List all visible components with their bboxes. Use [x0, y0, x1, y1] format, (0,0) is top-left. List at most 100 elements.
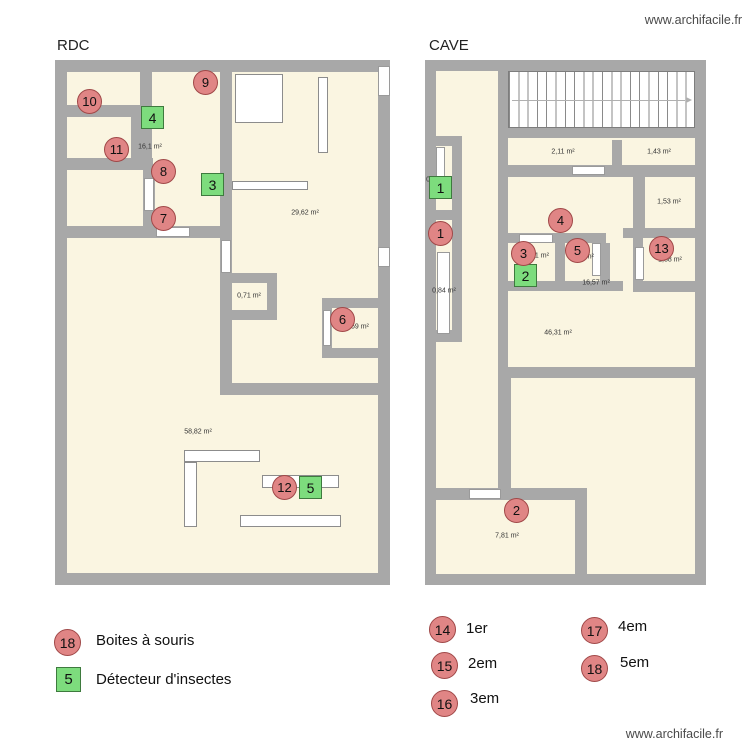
wall	[436, 136, 453, 146]
legend-mouse-symbol: 18	[54, 629, 81, 656]
plan-title-cave: CAVE	[429, 37, 469, 54]
room-area-label: 58,82 m²	[184, 428, 212, 436]
legend-floor-label: 4em	[618, 618, 648, 635]
mouse-box-marker[interactable]: 9	[193, 70, 218, 95]
room-area-label: 29,62 m²	[291, 209, 319, 217]
mouse-box-marker[interactable]: 1	[428, 221, 453, 246]
wall	[452, 136, 462, 342]
wall	[131, 117, 142, 158]
mouse-box-marker[interactable]: 6	[330, 307, 355, 332]
floorplan-cave	[425, 60, 706, 585]
furniture	[235, 74, 283, 123]
insect-detector-marker[interactable]: 5	[299, 476, 322, 499]
window	[378, 66, 390, 96]
door	[572, 166, 605, 175]
insect-detector-marker[interactable]: 1	[429, 176, 452, 199]
mouse-box-marker[interactable]: 5	[565, 238, 590, 263]
mouse-box-marker[interactable]: 13	[649, 236, 674, 261]
door	[144, 178, 154, 211]
mouse-box-marker[interactable]: 10	[77, 89, 102, 114]
furniture	[232, 181, 308, 190]
room-area-label: 46,31 m²	[544, 329, 572, 337]
door	[437, 252, 450, 334]
legend-floor-label: 2em	[468, 655, 498, 672]
stair-direction-line	[512, 99, 685, 101]
room-area-label: 2,11 m²	[551, 148, 575, 156]
wall	[232, 273, 277, 283]
legend-floor-label: 5em	[620, 654, 650, 671]
wall	[633, 281, 695, 292]
mouse-box-marker[interactable]: 8	[151, 159, 176, 184]
insect-detector-marker[interactable]: 3	[201, 173, 224, 196]
room-area-label: 0,71 m²	[237, 292, 261, 300]
wall	[498, 138, 508, 488]
mouse-box-marker[interactable]: 7	[151, 206, 176, 231]
window	[378, 247, 390, 267]
room-area-label: 0,84 m²	[432, 287, 456, 295]
room-area-label: 16,57 m²	[582, 279, 610, 287]
wall	[67, 226, 223, 238]
wall	[633, 177, 645, 228]
mouse-box-marker[interactable]: 12	[272, 475, 297, 500]
mouse-box-marker[interactable]: 11	[104, 137, 129, 162]
wall	[220, 383, 378, 395]
legend-floor-symbol: 15	[431, 652, 458, 679]
staircase	[508, 71, 695, 128]
wall	[322, 348, 378, 358]
room-area-label: 7,81 m²	[495, 532, 519, 540]
legend-mouse-label: Boites à souris	[96, 632, 195, 649]
door	[469, 489, 501, 499]
furniture	[184, 450, 260, 462]
wall	[67, 158, 153, 170]
wall	[322, 298, 378, 308]
room-area-label: 1,88 m²	[658, 256, 682, 264]
legend-floor-symbol: 18	[581, 655, 608, 682]
wall	[623, 228, 695, 238]
wall	[498, 378, 511, 488]
wall	[600, 243, 610, 281]
wall	[612, 140, 622, 177]
legend-floor-symbol: 16	[431, 690, 458, 717]
watermark-top: www.archifacile.fr	[644, 13, 742, 27]
insect-detector-marker[interactable]: 4	[141, 106, 164, 129]
wall	[220, 72, 232, 395]
wall	[267, 283, 277, 310]
legend-floor-symbol: 14	[429, 616, 456, 643]
room-area-label: 1,53 m²	[657, 198, 681, 206]
room-area-label: 1,59 m²	[345, 323, 369, 331]
room-area-label: 1,43 m²	[647, 148, 671, 156]
door	[519, 234, 553, 243]
room-area-label: 1,1 m²	[529, 252, 549, 260]
legend-insect-label: Détecteur d'insectes	[96, 671, 232, 688]
door	[323, 310, 331, 346]
wall	[498, 128, 695, 138]
room-area-label: 16,1 m²	[138, 143, 162, 151]
wall	[508, 233, 606, 243]
insect-detector-marker[interactable]: 2	[514, 264, 537, 287]
wall	[436, 210, 453, 220]
furniture	[318, 77, 328, 153]
wall	[555, 243, 565, 281]
furniture	[184, 462, 197, 527]
mouse-box-marker[interactable]: 3	[511, 241, 536, 266]
door	[221, 240, 231, 273]
watermark-bottom: www.archifacile.fr	[625, 727, 723, 741]
legend-floor-label: 3em	[470, 690, 500, 707]
door	[635, 247, 644, 280]
wall	[232, 310, 277, 320]
wall	[498, 367, 695, 378]
door	[156, 227, 190, 237]
wall	[508, 281, 623, 291]
mouse-box-marker[interactable]: 2	[504, 498, 529, 523]
legend-insect-symbol: 5	[56, 667, 81, 692]
door	[592, 243, 601, 276]
wall	[575, 500, 587, 574]
furniture	[240, 515, 341, 527]
stair-direction-arrow-icon	[686, 96, 692, 103]
mouse-box-marker[interactable]: 4	[548, 208, 573, 233]
wall	[498, 71, 508, 138]
legend-floor-symbol: 17	[581, 617, 608, 644]
legend-floor-label: 1er	[466, 620, 488, 637]
door	[436, 147, 445, 179]
